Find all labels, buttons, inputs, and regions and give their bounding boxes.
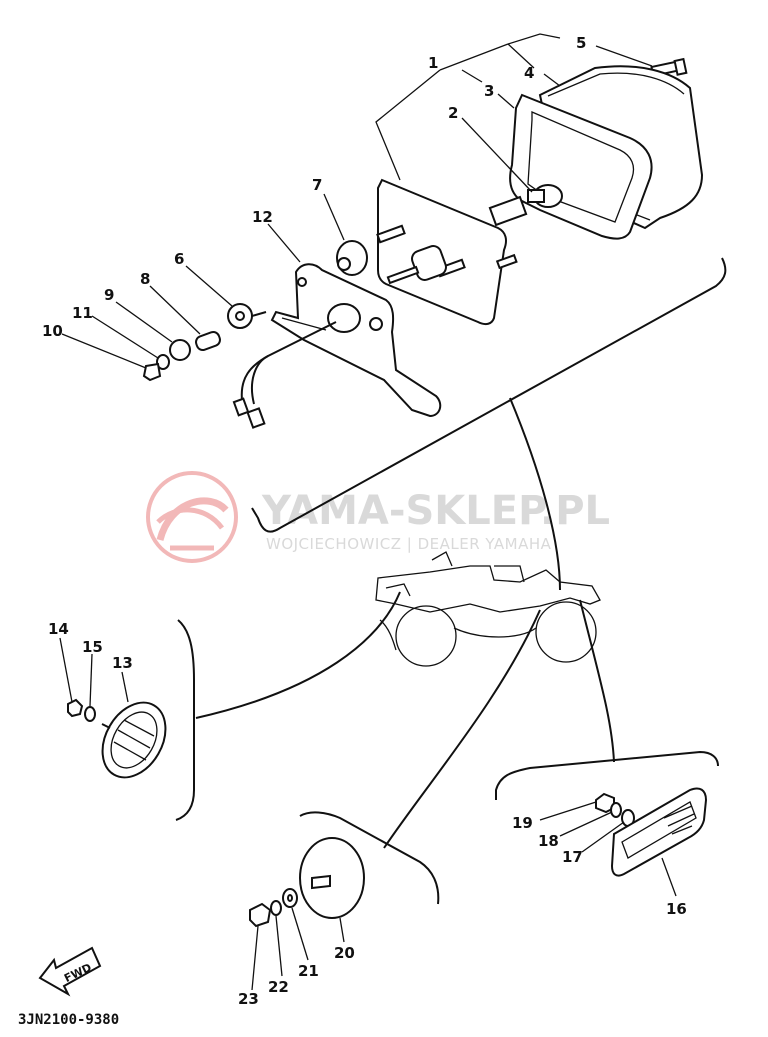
side-reflector-bracket bbox=[299, 811, 440, 905]
washer-22 bbox=[270, 900, 282, 916]
nut-23 bbox=[249, 902, 272, 928]
callout-numbers: 1 2 3 4 5 6 7 8 9 10 11 12 13 14 15 16 1… bbox=[42, 34, 687, 1008]
washer-21 bbox=[282, 888, 298, 908]
callout-2: 2 bbox=[448, 104, 458, 122]
callout-13: 13 bbox=[112, 654, 133, 672]
callout-4: 4 bbox=[524, 64, 534, 82]
leader-front-left bbox=[195, 591, 401, 719]
atv-illustration bbox=[375, 551, 601, 667]
reflector-20 bbox=[299, 837, 365, 919]
front-reflector-bracket bbox=[175, 619, 195, 821]
reflector-13 bbox=[101, 701, 167, 779]
reflector-16 bbox=[610, 787, 708, 877]
callout-18: 18 bbox=[538, 832, 559, 850]
callout-8: 8 bbox=[140, 270, 150, 288]
nut-14 bbox=[67, 698, 84, 718]
fwd-arrow-icon: FWD bbox=[38, 946, 102, 997]
collar-6 bbox=[227, 303, 267, 329]
callout-6: 6 bbox=[174, 250, 184, 268]
callout-19: 19 bbox=[512, 814, 533, 832]
washer-15 bbox=[84, 706, 96, 722]
washer-9 bbox=[169, 339, 191, 361]
callout-15: 15 bbox=[82, 638, 103, 656]
wire-harness bbox=[232, 321, 337, 429]
callout-10: 10 bbox=[42, 322, 63, 340]
callout-1: 1 bbox=[428, 54, 438, 72]
callout-23: 23 bbox=[238, 990, 259, 1008]
callout-22: 22 bbox=[268, 978, 289, 996]
license-bracket-12 bbox=[270, 263, 442, 418]
callout-3: 3 bbox=[484, 82, 494, 100]
grommet-7 bbox=[336, 240, 368, 276]
nut-10 bbox=[142, 362, 162, 382]
callout-7: 7 bbox=[312, 176, 322, 194]
callout-9: 9 bbox=[104, 286, 114, 304]
leader-rear-lower bbox=[383, 609, 541, 849]
callout-20: 20 bbox=[334, 944, 355, 962]
callout-5: 5 bbox=[576, 34, 586, 52]
callout-16: 16 bbox=[666, 900, 687, 918]
callout-14: 14 bbox=[48, 620, 69, 638]
callout-12: 12 bbox=[252, 208, 273, 226]
callout-11: 11 bbox=[72, 304, 93, 322]
callout-leaders bbox=[59, 33, 677, 991]
bulb-2 bbox=[527, 184, 563, 208]
leader-rear-upper bbox=[509, 397, 561, 591]
rear-reflector-bracket bbox=[495, 750, 719, 800]
watermark-subtitle: WOJCIECHOWICZ | DEALER YAMAHA bbox=[266, 535, 552, 553]
diagram-code: 3JN2100-9380 bbox=[18, 1012, 119, 1028]
watermark-logo bbox=[146, 471, 238, 563]
spacer-8 bbox=[195, 331, 221, 351]
callout-21: 21 bbox=[298, 962, 319, 980]
callout-17: 17 bbox=[562, 848, 583, 866]
base-plate-1 bbox=[376, 178, 528, 326]
watermark-title: YAMA-SKLEP.PL bbox=[261, 488, 610, 534]
washer-18 bbox=[610, 802, 622, 818]
tail-light-panel-outline bbox=[251, 257, 727, 533]
leader-rear-right bbox=[579, 599, 615, 763]
washer-11 bbox=[156, 354, 170, 370]
